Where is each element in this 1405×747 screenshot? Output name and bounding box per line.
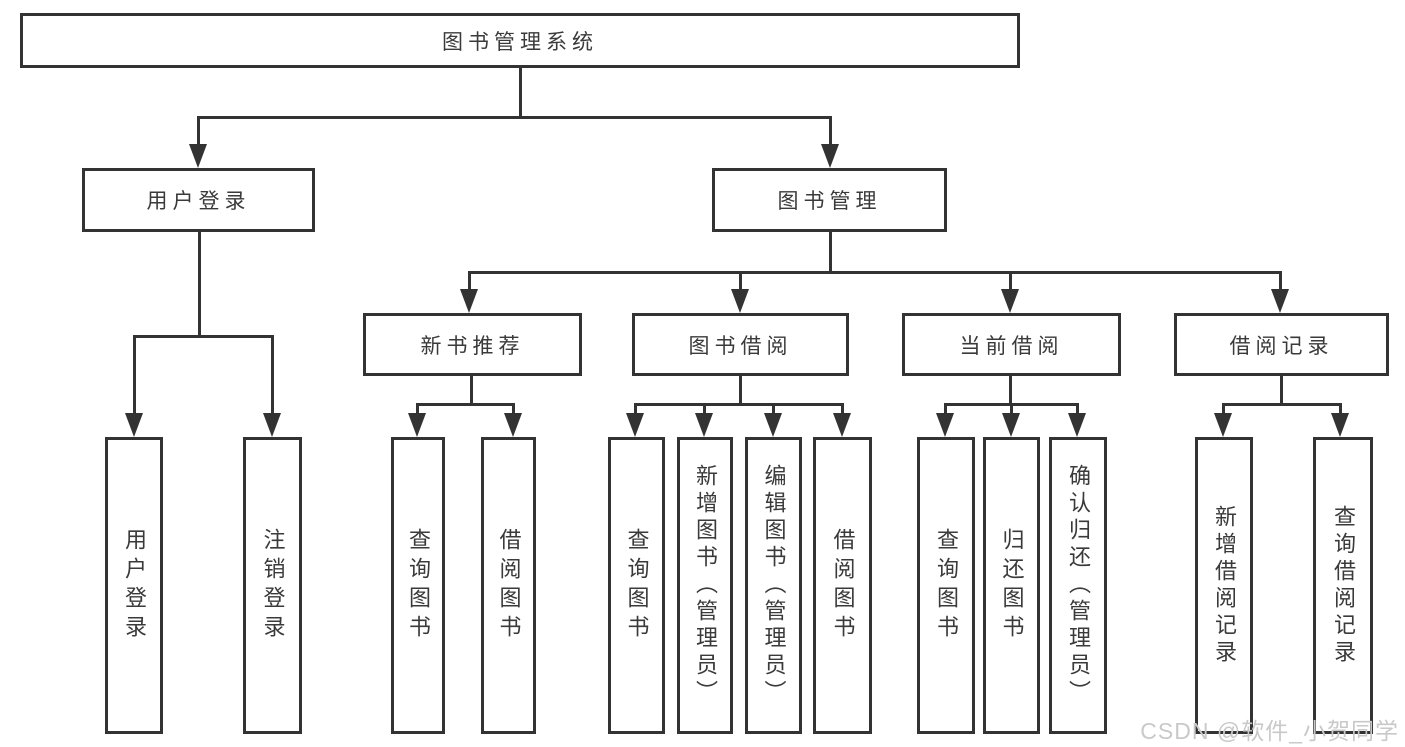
leaf-nb-query-books-label: 查询图书 xyxy=(406,527,431,644)
leaf-br-query-record-label: 查询借阅记录 xyxy=(1331,504,1356,667)
leaf-nb-borrow-books-label: 借阅图书 xyxy=(496,527,522,644)
node-borrowing: 图书借阅 xyxy=(632,313,849,376)
connector-to-leaf xyxy=(841,403,844,417)
node-borrow-records-label: 借阅记录 xyxy=(1229,334,1334,358)
leaf-cb-confirm-return-admin-label: 确认归还（管理员） xyxy=(1066,464,1091,707)
connector-to-borrowing xyxy=(739,271,742,295)
leaf-cb-confirm-return-admin: 确认归还（管理员） xyxy=(1049,437,1107,734)
node-book-mgmt-label: 图书管理 xyxy=(777,190,882,213)
leaf-user-login-label: 用户登录 xyxy=(122,527,147,644)
leaf-user-login: 用户登录 xyxy=(105,437,163,734)
leaf-br-add-record: 新增借阅记录 xyxy=(1195,437,1253,734)
connector-level3-bar xyxy=(468,271,1282,274)
leaf-bw-add-books-admin: 新增图书（管理员） xyxy=(677,437,733,734)
leaf-logout-label: 注销登录 xyxy=(260,527,286,644)
arrowhead-down xyxy=(821,144,839,168)
arrowhead-down xyxy=(504,413,522,437)
connector-to-leaf xyxy=(133,335,136,417)
connector-to-leaf xyxy=(512,403,515,417)
node-borrow-records: 借阅记录 xyxy=(1174,313,1389,376)
arrowhead-down xyxy=(263,413,281,437)
leaf-br-query-record: 查询借阅记录 xyxy=(1313,437,1373,734)
node-borrowing-label: 图书借阅 xyxy=(688,334,793,358)
connector-records-bar xyxy=(1222,403,1342,406)
watermark-text: CSDN @软件_小贺同学 xyxy=(1140,718,1399,744)
node-current-borrow: 当前借阅 xyxy=(902,313,1121,376)
arrowhead-down xyxy=(1331,413,1349,437)
connector-to-login xyxy=(197,116,200,150)
connector-to-current xyxy=(1009,271,1012,295)
arrowhead-down xyxy=(1001,289,1019,313)
arrowhead-down xyxy=(626,413,644,437)
arrowhead-down xyxy=(460,289,478,313)
connector-to-leaf xyxy=(703,403,706,417)
leaf-cb-query-books-label: 查询图书 xyxy=(934,527,959,644)
arrowhead-down xyxy=(936,413,954,437)
connector-new-books-stem xyxy=(470,376,473,406)
arrowhead-down xyxy=(1214,413,1232,437)
node-current-borrow-label: 当前借阅 xyxy=(959,334,1064,358)
arrowhead-down xyxy=(408,413,426,437)
connector-to-leaf xyxy=(634,403,637,417)
leaf-nb-query-books: 查询图书 xyxy=(391,437,445,734)
leaf-bw-borrow-books: 借阅图书 xyxy=(813,437,872,734)
leaf-bw-query-books-label: 查询图书 xyxy=(624,527,650,644)
connector-to-records xyxy=(1279,271,1282,295)
connector-to-leaf xyxy=(271,335,274,417)
arrowhead-down xyxy=(695,413,713,437)
leaf-br-add-record-label: 新增借阅记录 xyxy=(1212,504,1237,667)
connector-login-stem xyxy=(198,232,201,338)
arrowhead-down xyxy=(1068,413,1086,437)
node-book-mgmt: 图书管理 xyxy=(712,168,947,232)
connector-login-bar xyxy=(133,335,273,338)
connector-to-leaf xyxy=(944,403,947,417)
node-new-books-label: 新书推荐 xyxy=(420,334,525,358)
leaf-cb-return-books: 归还图书 xyxy=(983,437,1040,734)
leaf-cb-return-books-label: 归还图书 xyxy=(999,527,1025,644)
connector-to-leaf xyxy=(1222,403,1225,417)
connector-to-leaf xyxy=(1010,403,1013,417)
arrowhead-down xyxy=(1002,413,1020,437)
connector-borrowing-bar xyxy=(634,403,844,406)
connector-to-leaf xyxy=(416,403,419,417)
leaf-bw-edit-books-admin-label: 编辑图书（管理员） xyxy=(761,464,787,707)
arrowhead-down xyxy=(764,413,782,437)
connector-records-stem xyxy=(1280,376,1283,406)
node-root-label: 图书管理系统 xyxy=(442,30,598,54)
connector-to-new-books xyxy=(468,271,471,295)
leaf-logout: 注销登录 xyxy=(243,437,302,734)
arrowhead-down xyxy=(125,413,143,437)
arrowhead-down xyxy=(1271,289,1289,313)
node-user-login-label: 用户登录 xyxy=(146,190,251,213)
leaf-bw-borrow-books-label: 借阅图书 xyxy=(830,527,856,644)
node-user-login: 用户登录 xyxy=(82,168,315,232)
leaf-nb-borrow-books: 借阅图书 xyxy=(481,437,536,734)
node-root: 图书管理系统 xyxy=(20,13,1020,68)
arrowhead-down xyxy=(189,144,207,168)
connector-new-books-bar xyxy=(416,403,515,406)
connector-borrowing-stem xyxy=(739,376,742,406)
connector-current-stem xyxy=(1009,376,1012,406)
arrowhead-down xyxy=(731,289,749,313)
arrowhead-down xyxy=(833,413,851,437)
connector-to-leaf xyxy=(772,403,775,417)
leaf-bw-query-books: 查询图书 xyxy=(608,437,665,734)
connector-to-book-mgmt xyxy=(829,116,832,150)
leaf-bw-add-books-admin-label: 新增图书（管理员） xyxy=(693,464,718,707)
connector-mgmt-stem xyxy=(829,232,832,274)
connector-level2-bar xyxy=(197,116,831,119)
leaf-bw-edit-books-admin: 编辑图书（管理员） xyxy=(745,437,802,734)
connector-root-stem xyxy=(519,68,522,118)
node-new-books: 新书推荐 xyxy=(363,313,582,376)
connector-to-leaf xyxy=(1076,403,1079,417)
connector-to-leaf xyxy=(1339,403,1342,417)
leaf-cb-query-books: 查询图书 xyxy=(917,437,975,734)
